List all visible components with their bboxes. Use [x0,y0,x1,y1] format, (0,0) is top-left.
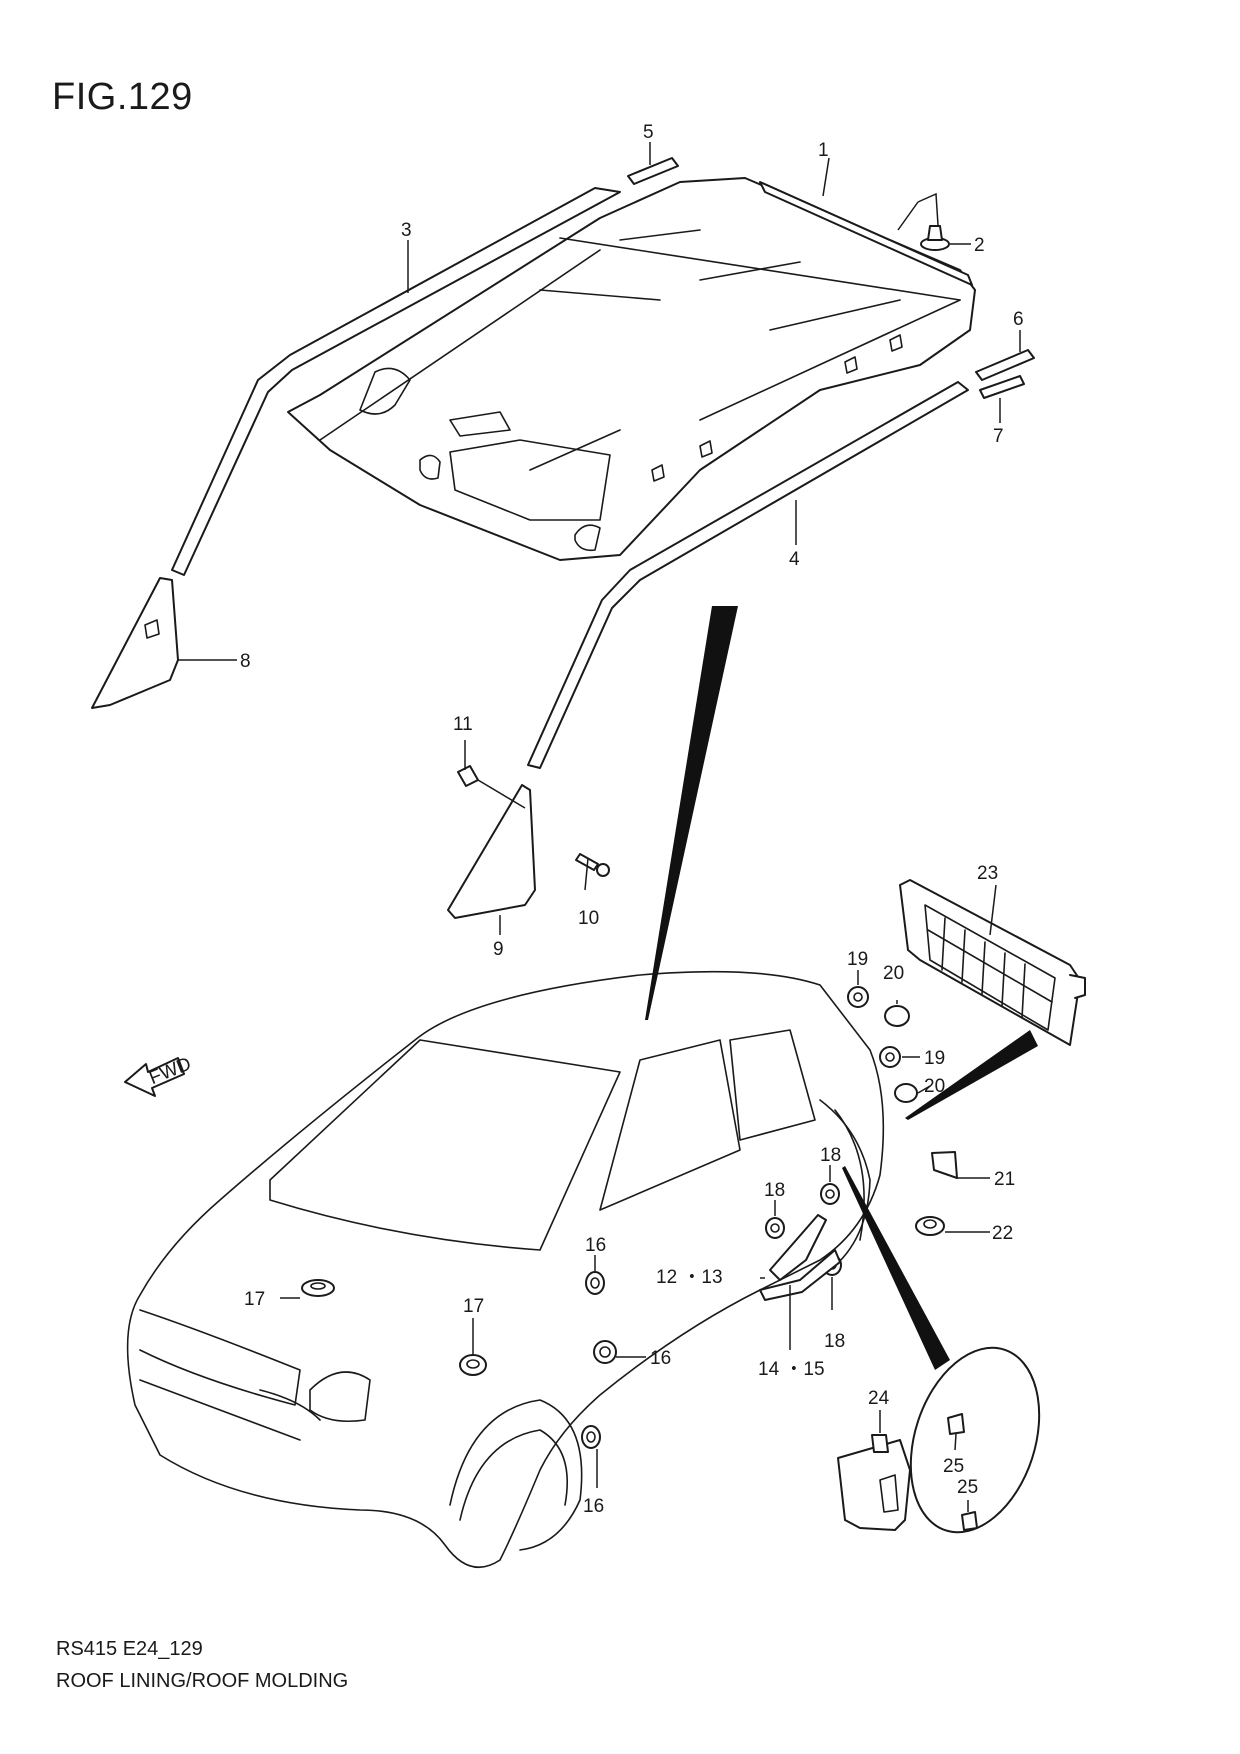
callout-16c: 16 [583,1496,604,1517]
callout-19b: 19 [924,1048,945,1069]
callout-3: 3 [401,220,412,241]
callout-9: 9 [493,939,504,960]
seal-part-20a[interactable] [884,1005,910,1027]
callout-20a: 20 [883,963,904,984]
callout-16a: 16 [585,1235,606,1256]
callout-10: 10 [578,908,599,929]
pointer-wedge-fuel-door [842,1166,950,1370]
pillar-trim-part-8[interactable] [91,577,179,709]
bumper-part-25a[interactable] [947,1413,965,1435]
grommet-part-19b[interactable] [879,1046,901,1068]
callout-2: 2 [974,235,985,256]
clip-part-11[interactable] [457,765,479,787]
molding-cap-part-5[interactable] [627,157,679,185]
callout-14-15: 14 ・15 [758,1359,825,1380]
pointer-wedge-vent [905,1030,1038,1120]
roof-lining[interactable] [287,177,976,561]
callout-17a: 17 [244,1289,265,1310]
roof-side-molding-part-4[interactable] [527,381,969,769]
callout-25b: 25 [957,1477,978,1498]
roof-side-molding-part-3[interactable] [171,187,621,576]
callout-18a: 18 [764,1180,785,1201]
callout-18c: 18 [824,1331,845,1352]
plug-part-17a[interactable] [301,1279,335,1297]
arch-trim-parts-14-15[interactable] [759,1249,841,1301]
plug-part-17b[interactable] [459,1354,487,1376]
grommet-part-19a[interactable] [847,986,869,1008]
clip-part-2[interactable] [920,225,950,251]
callout-21: 21 [994,1169,1015,1190]
callout-16b: 16 [650,1348,671,1369]
callout-8: 8 [240,651,251,672]
callout-6: 6 [1013,309,1024,330]
plug-part-16b[interactable] [593,1340,617,1364]
fuel-lid[interactable] [889,1331,1062,1549]
arch-trim-parts-12-13[interactable] [769,1214,827,1281]
callout-20b: 20 [924,1076,945,1097]
plug-part-16a[interactable] [585,1271,605,1295]
figure-code: RS415 E24_129 [56,1638,203,1660]
callout-25a: 25 [943,1456,964,1477]
screw-part-10[interactable] [575,853,610,877]
callout-23: 23 [977,863,998,884]
figure-title: FIG.129 [52,76,193,118]
callout-labels: 1 2 3 4 5 6 7 8 9 10 11 12 ・13 14 ・15 16… [240,122,1024,1517]
callout-17b: 17 [463,1296,484,1317]
fuel-door-housing[interactable] [837,1439,911,1531]
callout-4: 4 [789,549,800,570]
grommet-part-18b[interactable] [820,1183,840,1205]
hinge-part-24[interactable] [871,1434,889,1453]
roof-molding-part-1[interactable] [759,181,973,286]
callout-11: 11 [453,714,473,735]
callout-1: 1 [818,140,829,161]
pad-part-21[interactable] [931,1151,958,1179]
callout-7: 7 [993,426,1004,447]
pointer-wedge-roof [645,606,738,1020]
plug-part-16c[interactable] [581,1425,601,1449]
leader-lines [178,142,1021,1512]
callout-5: 5 [643,122,654,143]
vent-grille-part-23[interactable] [899,879,1086,1046]
molding-cap-part-6[interactable] [975,349,1035,381]
forward-direction-arrow [124,1057,185,1097]
quarter-trim-part-9[interactable] [447,784,536,919]
figure-name: ROOF LINING/ROOF MOLDING [56,1670,349,1692]
callout-22: 22 [992,1223,1013,1244]
grommet-part-18a[interactable] [765,1217,785,1239]
callout-12-13: 12 ・13 [656,1267,723,1288]
callout-18b: 18 [820,1145,841,1166]
callout-19a: 19 [847,949,868,970]
bumper-part-25b[interactable] [961,1511,978,1531]
vehicle-outline [126,970,885,1569]
grommet-part-22[interactable] [915,1216,945,1236]
clip-strip-part-7[interactable] [979,375,1025,399]
fwd-label: FWD [146,1053,194,1089]
callout-24: 24 [868,1388,890,1409]
seal-part-20b[interactable] [894,1083,918,1103]
